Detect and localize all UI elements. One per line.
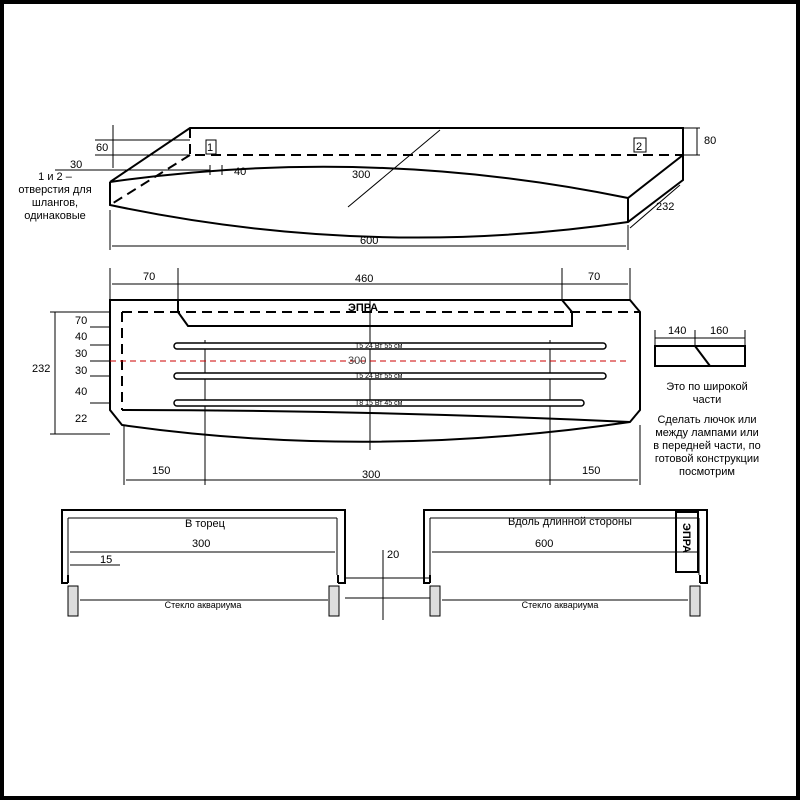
dim-40: 40 [234,166,246,178]
section-short-title: В торец [185,518,226,530]
lamp-1-label: T5 24 Вт 55 см [355,343,403,350]
row-dim: 70 [75,315,87,327]
dim-600: 600 [360,235,378,247]
caption: части [693,394,722,406]
hole-note: 1 и 2 – отверстия для шлангов, одинаковы… [18,171,91,222]
dim-600: 600 [535,538,553,550]
dim-300-bottom: 300 [362,469,380,481]
note: между лампами или [655,427,759,439]
svg-text:одинаковые: одинаковые [24,210,86,222]
dim-300: 300 [352,169,370,181]
section-long-title: Вдоль длинной стороны [508,516,632,528]
note: в передней части, по [653,440,761,452]
dim-300: 300 [192,538,210,550]
row-dim: 30 [75,348,87,360]
side-detail: 140 160 Это по широкой части Сделать люч… [653,325,761,478]
technical-drawing: 60 30 40 1 2 80 300 232 600 1 и 2 – отве… [18,125,761,620]
top-view: 60 30 40 1 2 80 300 232 600 1 и 2 – отве… [18,125,716,250]
section-long: ЭПРА Вдоль длинной стороны 600 Стекло ак… [423,509,708,617]
svg-text:отверстия для: отверстия для [18,184,91,196]
row-dim: 22 [75,413,87,425]
dim-60: 60 [96,142,108,154]
epra-label: ЭПРА [680,523,692,553]
lamp-1 [173,342,607,350]
dim-232: 232 [32,363,50,375]
hole-2-label: 2 [636,141,642,153]
epra-label: ЭПРА [348,302,378,314]
note: посмотрим [679,466,735,478]
front-view: 70 460 70 ЭПРА 300 T5 24 Вт 55 см T5 24 … [32,268,641,485]
dim-70-left: 70 [143,271,155,283]
dim-460: 460 [355,273,373,285]
dim-232: 232 [656,201,674,213]
note: Сделать лючок или [657,414,756,426]
section-short: В торец 300 15 Стекло аквариума [61,509,346,617]
lamp-3-label: T8 15 Вт 45 см [355,400,403,407]
caption: Это по широкой [666,381,748,393]
svg-text:1 и 2 –: 1 и 2 – [38,171,73,183]
dim-15: 15 [100,554,112,566]
hole-1-label: 1 [207,142,213,154]
dim-20: 20 [387,549,399,561]
dim-150-left: 150 [152,465,170,477]
dim-160: 160 [710,325,728,337]
glass-label: Стекло аквариума [522,600,599,610]
row-dim: 30 [75,365,87,377]
dim-140: 140 [668,325,686,337]
drawing-sheet: 60 30 40 1 2 80 300 232 600 1 и 2 – отве… [4,4,796,796]
svg-text:шлангов,: шлангов, [32,197,78,209]
dim-150-right: 150 [582,465,600,477]
dim-70-right: 70 [588,271,600,283]
dim-80: 80 [704,135,716,147]
lamp-2 [173,372,607,380]
row-dim: 40 [75,386,87,398]
row-dim: 40 [75,331,87,343]
lamp-2-label: T5 24 Вт 55 см [355,373,403,380]
glass-label: Стекло аквариума [165,600,242,610]
center-300: 300 [348,355,366,367]
dim-30: 30 [70,159,82,171]
lamp-3 [173,399,585,407]
gap-dim: 20 [345,549,430,620]
note: готовой конструкции [655,453,759,465]
